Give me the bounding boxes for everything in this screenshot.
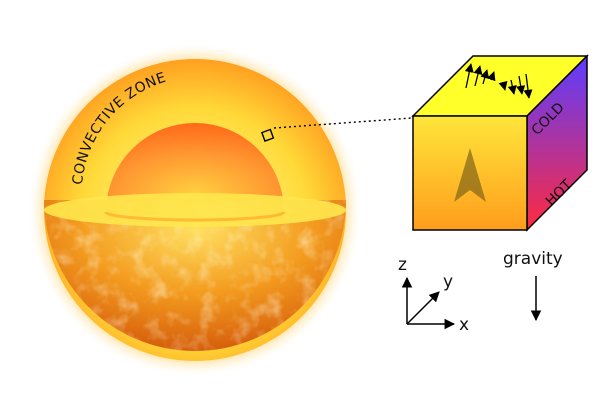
coordinate-axes xyxy=(401,276,456,330)
y-axis-arrow xyxy=(406,291,440,325)
zoom-dotted-line xyxy=(273,117,413,129)
gravity-label: gravity xyxy=(503,249,563,269)
convection-cube: COLD HOT xyxy=(411,54,589,232)
cut-plane-rim xyxy=(44,193,346,227)
sample-box-marker xyxy=(260,128,275,142)
gravity-indicator: gravity xyxy=(503,249,563,322)
core-base-edge xyxy=(104,211,286,222)
z-axis-label: z xyxy=(398,255,407,275)
upflow-arrow-icon xyxy=(454,148,486,202)
y-axis-label: y xyxy=(443,272,453,292)
surface-flow-arrows xyxy=(464,63,533,99)
x-axis-label: x xyxy=(459,315,469,335)
cube-front-face xyxy=(412,115,528,231)
sun: CONVECTIVE ZONE xyxy=(29,44,361,376)
radiative-core xyxy=(106,123,284,212)
